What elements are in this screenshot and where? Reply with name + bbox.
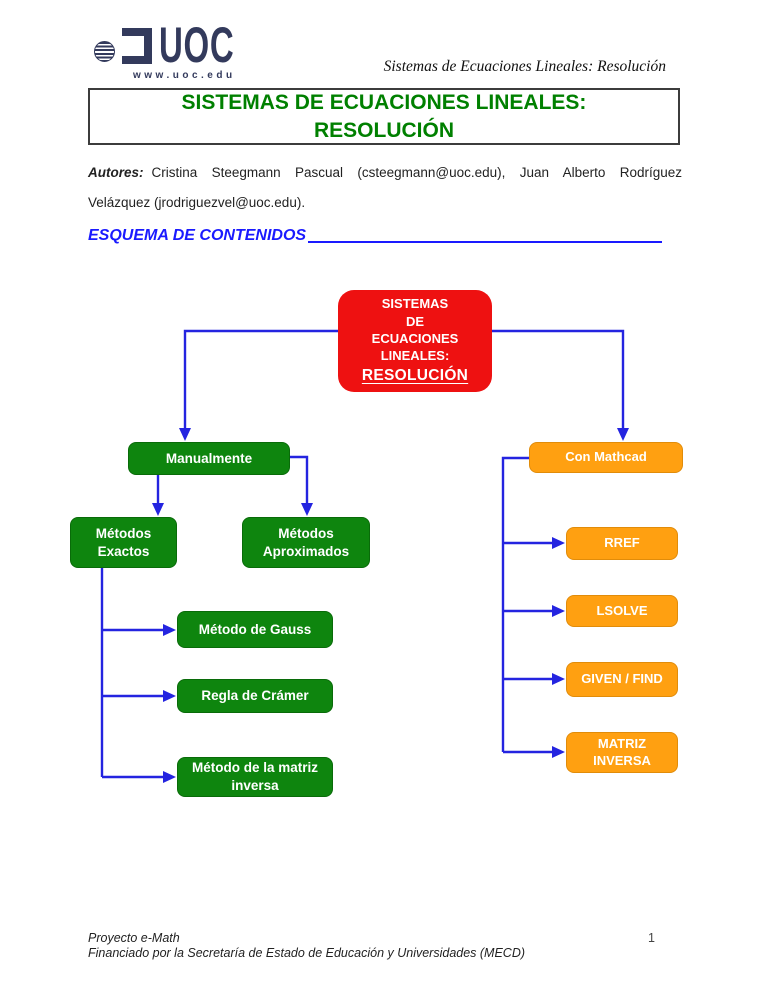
page-number: 1	[648, 931, 655, 945]
edge-exactos-matriz-inversa	[102, 771, 176, 783]
node-root-label: SISTEMAS DE ECUACIONES LINEALES:	[371, 296, 459, 363]
edge-conmathcad-lsolve	[503, 605, 565, 617]
node-manualmente-label: Manualmente	[165, 450, 253, 466]
node-matriz-inversa-manual: Método de la matriz inversa	[177, 757, 333, 797]
node-metodos-aproximados: Métodos Aproximados	[242, 517, 370, 568]
node-matriz-inversa-manual-label: Método de la matriz inversa	[191, 760, 318, 793]
edge-conmathcad-matrizinversa	[503, 746, 565, 758]
node-root: SISTEMAS DE ECUACIONES LINEALES: RESOLUC…	[338, 290, 492, 392]
node-metodo-gauss: Método de Gauss	[177, 611, 333, 648]
footer-project: Proyecto e-Math	[88, 931, 180, 945]
authors-paragraph: Autores:Cristina Steegmann Pascual (cste…	[88, 158, 682, 218]
node-metodos-exactos: Métodos Exactos	[70, 517, 177, 568]
node-rref-label: RREF	[604, 535, 640, 551]
logo-text: UOC	[159, 17, 235, 73]
edge-manualmente-exactos	[152, 475, 164, 516]
footer-funding: Financiado por la Secretaría de Estado d…	[88, 946, 526, 960]
section-heading-rule	[308, 241, 662, 243]
edge-manualmente-aproximados	[290, 455, 313, 516]
edge-exactos-cramer	[102, 690, 176, 702]
title-box: SISTEMAS DE ECUACIONES LINEALES: RESOLUC…	[88, 88, 680, 145]
section-heading: ESQUEMA DE CONTENIDOS	[88, 228, 662, 244]
edge-root-conmathcad	[492, 329, 629, 441]
edge-exactos-gauss	[102, 624, 176, 636]
node-matriz-inversa-mathcad-label: MATRIZ INVERSA	[593, 735, 651, 768]
title-line1: SISTEMAS DE ECUACIONES LINEALES:	[181, 91, 587, 115]
node-lsolve: LSOLVE	[566, 595, 678, 627]
node-metodos-exactos-label: Métodos Exactos	[95, 525, 152, 559]
edge-conmathcad-rref	[503, 537, 565, 549]
section-heading-text: ESQUEMA DE CONTENIDOS	[88, 227, 307, 244]
edge-root-manualmente	[179, 329, 338, 441]
node-con-mathcad: Con Mathcad	[529, 442, 683, 473]
edge-conmathcad-trunk	[501, 456, 529, 752]
authors-label: Autores:	[88, 165, 144, 180]
logo-url: www.uoc.edu	[133, 70, 236, 81]
node-root-emphasis: RESOLUCIÓN	[361, 367, 469, 385]
globe-icon	[94, 41, 115, 62]
title-line2: RESOLUCIÓN	[313, 118, 454, 142]
node-regla-cramer: Regla de Crámer	[177, 679, 333, 713]
authors-text: Cristina Steegmann Pascual (csteegmann@u…	[88, 165, 682, 210]
node-con-mathcad-label: Con Mathcad	[565, 449, 647, 465]
bracket-icon	[122, 28, 152, 64]
node-metodo-gauss-label: Método de Gauss	[198, 621, 312, 637]
node-regla-cramer-label: Regla de Crámer	[201, 688, 309, 704]
node-given-find: GIVEN / FIND	[566, 662, 678, 697]
running-title: Sistemas de Ecuaciones Lineales: Resoluc…	[383, 58, 666, 75]
node-given-find-label: GIVEN / FIND	[581, 671, 663, 687]
node-manualmente: Manualmente	[128, 442, 290, 475]
edge-conmathcad-givenfind	[503, 673, 565, 685]
node-rref: RREF	[566, 527, 678, 560]
footer: Proyecto e-Math Financiado por la Secret…	[88, 931, 525, 961]
uoc-logo: UOC www.uoc.edu	[94, 17, 273, 81]
node-matriz-inversa-mathcad: MATRIZ INVERSA	[566, 732, 678, 773]
uoc-logo-row: UOC	[94, 17, 273, 73]
node-metodos-aproximados-label: Métodos Aproximados	[262, 525, 350, 559]
node-lsolve-label: LSOLVE	[596, 602, 648, 618]
